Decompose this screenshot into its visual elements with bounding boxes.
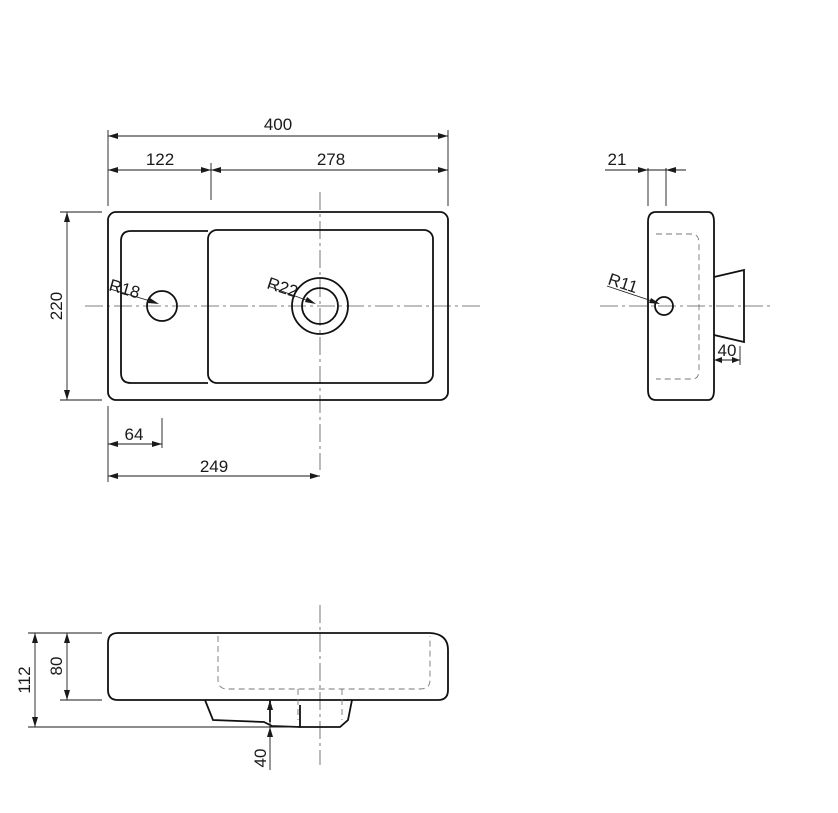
dim-40-front-label: 40 [251, 749, 270, 768]
r22-arrow [305, 297, 316, 304]
r11-label: R11 [606, 270, 640, 297]
r18-label: R18 [107, 276, 142, 303]
drain-outer [291, 277, 349, 335]
dim-40-side-arrow-left [714, 357, 722, 363]
side-bowl-hidden [656, 233, 700, 380]
basin-outer-outline [107, 211, 449, 401]
dim-64-label: 64 [125, 425, 144, 444]
dim-64-arrow-right [152, 441, 162, 447]
r11-leader [606, 285, 659, 304]
dim-40-side-arrow-right [732, 357, 740, 363]
dim-249-label: 249 [200, 457, 228, 476]
dim-122-arrow-left [108, 167, 118, 173]
dim-400-arrow-right [438, 133, 448, 139]
dim-40-side-label: 40 [718, 341, 737, 360]
dim-400-label: 400 [264, 115, 292, 134]
dim-278-label: 278 [317, 150, 345, 169]
dim-278-arrow-right [438, 167, 448, 173]
tap-deck-outline [120, 230, 208, 384]
dim-220-arrow-bottom [64, 390, 70, 400]
side-tap-hole [654, 296, 674, 316]
dim-21-label: 21 [608, 150, 627, 169]
dim-249-arrow-right [310, 473, 320, 479]
dim-64-arrow-left [108, 441, 118, 447]
drain-inner [301, 287, 339, 325]
front-underside-step [204, 699, 301, 728]
dim-80-arrow-top [64, 633, 70, 643]
dim-122-arrow-right [201, 167, 211, 173]
dim-112-arrow-bottom [32, 717, 38, 727]
dim-220-arrow-top [64, 212, 70, 222]
front-body-outline [107, 632, 449, 701]
dim-220-label: 220 [47, 292, 66, 320]
dim-40-front-arrow-bottom [267, 727, 273, 737]
front-bowl-hidden [217, 636, 431, 690]
dim-112-arrow-top [32, 633, 38, 643]
dim-21-arrow-left [638, 167, 648, 173]
tap-hole [146, 290, 178, 322]
r11-arrow [649, 298, 660, 304]
top-view: R18 R22 400 122 278 220 64 [47, 115, 480, 482]
dim-249-arrow-left [108, 473, 118, 479]
r22-label: R22 [265, 274, 301, 302]
front-drain-body [269, 699, 353, 728]
dim-112-label: 112 [15, 666, 34, 693]
r18-arrow [148, 298, 159, 304]
dim-400-arrow-left [108, 133, 118, 139]
dim-40-front-arrow-top [267, 700, 273, 710]
dim-80-label: 80 [47, 657, 66, 676]
bowl-outline [207, 229, 434, 384]
dim-21-arrow-right [666, 167, 676, 173]
front-view: 112 80 40 [15, 605, 449, 770]
side-drain-spigot [713, 268, 745, 344]
dim-278-arrow-left [211, 167, 221, 173]
dim-122-label: 122 [146, 150, 174, 169]
side-body-outline [647, 211, 715, 401]
side-view: R11 21 40 [600, 150, 770, 401]
dim-80-arrow-bottom [64, 690, 70, 700]
